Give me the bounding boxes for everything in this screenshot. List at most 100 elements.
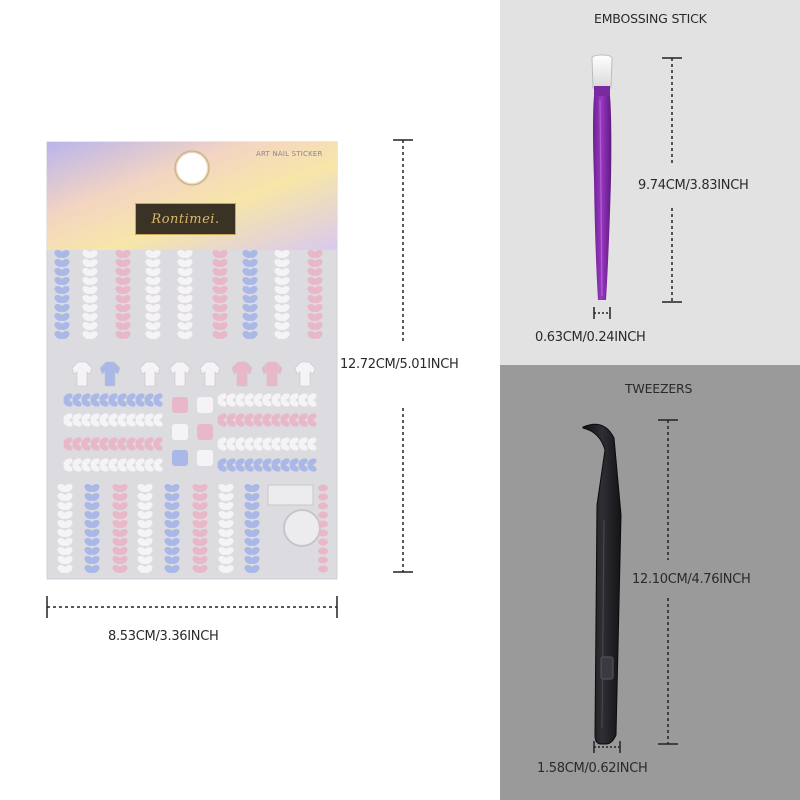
braid-strip-stitch [318,511,328,519]
braid-row-stitch [117,437,127,445]
braid-row-stitch [253,437,263,445]
braid-strip-stitch [183,294,193,304]
braid-strip-stitch [118,555,128,565]
braid-strip-stitch [183,267,193,277]
braid-row-stitch [307,464,317,472]
braid-row-stitch [108,413,118,421]
braid-strip-stitch [318,565,328,573]
braid-strip-stitch [60,258,70,268]
braid-strip-stitch [88,330,98,340]
braid-row-stitch [144,443,154,451]
braid-strip-stitch [218,258,228,268]
braid-strip-stitch [183,249,193,259]
braid-strip-stitch [88,294,98,304]
braid-row-stitch [90,458,100,466]
braid-row-stitch [135,419,145,427]
braid-row-stitch [144,464,154,472]
braid-strip-stitch [143,537,153,547]
braid-strip-stitch [143,510,153,520]
braid-row-stitch [90,437,100,445]
braid-row-stitch [217,393,227,401]
braid-strip-stitch [118,501,128,511]
braid-strip-stitch [121,285,131,295]
braid-strip-stitch [224,501,234,511]
braid-row-stitch [144,393,154,401]
braid-strip-stitch [218,276,228,286]
braid-strip-stitch [280,321,290,331]
braid-strip-stitch [60,312,70,322]
braid-strip-stitch [248,330,258,340]
braid-strip-stitch [121,312,131,322]
braid-row-stitch [63,393,73,401]
braid-row-stitch [271,437,281,445]
braid-strip-stitch [248,249,258,259]
braid-strip-stitch [224,528,234,538]
stick-length-dimension [662,57,682,303]
sweater-sticker [294,361,316,387]
tweezers-panel [500,365,800,800]
braid-row-stitch [72,458,82,466]
braid-strip-stitch [143,528,153,538]
braid-strip-stitch [88,303,98,313]
braid-row-stitch [244,419,254,427]
braid-strip-stitch [118,519,128,529]
braid-strip-stitch [151,294,161,304]
braid-row-stitch [298,393,308,401]
braid-strip-stitch [218,321,228,331]
braid-row-stitch [126,419,136,427]
braid-strip-stitch [63,501,73,511]
braid-row-stitch [235,464,245,472]
braid-strip-stitch [143,483,153,493]
braid-strip-stitch [224,510,234,520]
braid-strip-stitch [280,303,290,313]
mini-sticker [197,397,213,413]
braid-row-stitch [244,399,254,407]
braid-strip-stitch [170,537,180,547]
braid-strip-stitch [143,519,153,529]
braid-row-stitch [153,437,163,445]
braid-strip-stitch [143,501,153,511]
braid-strip-stitch [250,555,260,565]
braid-row-stitch [226,464,236,472]
braid-strip-stitch [280,267,290,277]
braid-row-stitch [217,413,227,421]
braid-row-stitch [153,464,163,472]
braid-row-stitch [90,413,100,421]
braid-row-stitch [289,443,299,451]
braid-strip-stitch [250,528,260,538]
braid-row-stitch [289,419,299,427]
braid-strip-stitch [90,564,100,574]
braid-row-stitch [126,393,136,401]
braid-row-stitch [144,399,154,407]
braid-strip-stitch [60,267,70,277]
braid-strip-stitch [280,294,290,304]
braid-row-stitch [144,419,154,427]
braid-strip-stitch [248,285,258,295]
braid-row-stitch [99,464,109,472]
braid-strip-stitch [90,492,100,502]
sweater-sticker [169,361,191,387]
braid-row-stitch [280,399,290,407]
braid-strip-stitch [224,546,234,556]
braid-strip-stitch [143,546,153,556]
braid-strip-stitch [224,483,234,493]
braid-strip-stitch [250,492,260,502]
braid-strip-stitch [224,555,234,565]
braid-row-stitch [117,443,127,451]
braid-row-stitch [262,458,272,466]
braid-strip-stitch [313,330,323,340]
brand-name: Rontimei. [151,211,220,227]
sheet-tag: ART NAIL STICKER [256,150,323,158]
tweezers-width-dimension [593,741,621,753]
braid-row-stitch [90,464,100,472]
braid-strip-stitch [218,267,228,277]
braid-strip-stitch [151,249,161,259]
braid-row-stitch [235,419,245,427]
braid-strip-stitch [198,492,208,502]
braid-strip-stitch [63,510,73,520]
braid-row-stitch [289,464,299,472]
braid-strip-stitch [151,276,161,286]
braid-strip-stitch [90,546,100,556]
braid-strip-stitch [313,321,323,331]
braid-strip-stitch [198,537,208,547]
